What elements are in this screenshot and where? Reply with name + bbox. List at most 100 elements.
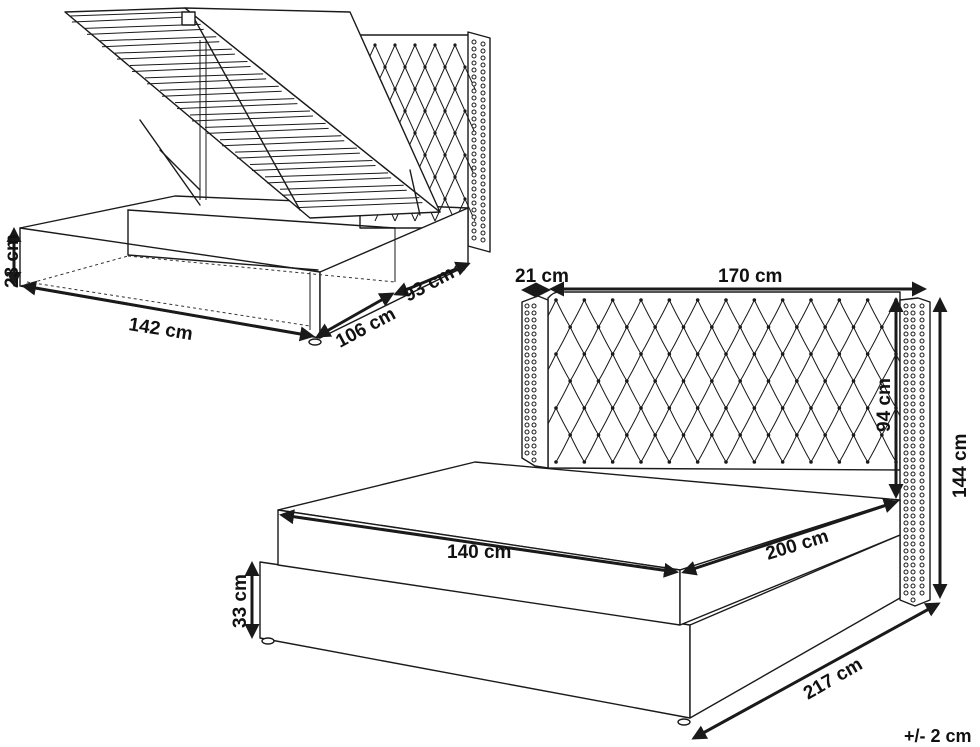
tuft-seam	[683, 407, 699, 436]
nailhead-stud	[471, 200, 477, 206]
tuft-seam	[796, 380, 812, 409]
nailhead-stud	[910, 317, 916, 323]
dim-line-142	[21, 280, 315, 342]
dim-line-200	[681, 498, 899, 576]
nailhead-stud	[903, 450, 909, 456]
nailhead-stud	[471, 172, 477, 178]
tuft-seam	[626, 299, 642, 328]
bed-drawing: 21 cm 170 cm 94 cm 144 cm 140 cm 200 cm …	[230, 266, 971, 740]
nailhead-stud	[919, 471, 925, 477]
nailhead-stud	[524, 338, 530, 344]
tuft-seam	[697, 299, 713, 328]
tuft-seam	[739, 326, 755, 355]
nailhead-stud	[480, 125, 486, 131]
tuft-seam	[867, 326, 883, 355]
nailhead-stud	[480, 76, 486, 82]
tuft-seam	[867, 434, 883, 463]
nailhead-stud	[919, 387, 925, 393]
nailhead-stud	[910, 562, 916, 568]
tuft-seam	[768, 407, 784, 436]
tuft-button	[752, 460, 757, 464]
nailhead-stud	[524, 394, 530, 400]
tuft-seam	[697, 434, 713, 463]
tuft-seam	[739, 380, 755, 409]
nailhead-stud	[903, 457, 909, 463]
nailhead-stud	[919, 464, 925, 470]
nailhead-stud	[910, 576, 916, 582]
slat	[219, 135, 342, 141]
tuft-seam	[626, 326, 642, 355]
tuft-seam	[654, 299, 670, 328]
tuft-seam	[782, 407, 798, 436]
tuft-seam	[739, 299, 755, 328]
nailhead-stud	[471, 179, 477, 185]
slat	[266, 177, 392, 184]
nailhead-stud	[919, 457, 925, 463]
nailhead-stud	[903, 464, 909, 470]
nailhead-stud	[531, 317, 537, 323]
dim-line-93	[393, 261, 471, 297]
tuft-seam	[434, 176, 446, 200]
nailhead-stud	[910, 324, 916, 330]
dim-label-170cm: 170 cm	[718, 266, 782, 287]
nailhead-stud	[480, 146, 486, 152]
tuft-seam	[796, 326, 812, 355]
tuft-seam	[598, 353, 614, 382]
nailhead-stud	[903, 485, 909, 491]
nailhead-stud	[471, 151, 477, 157]
nailhead-stud	[919, 527, 925, 533]
tuft-seam	[838, 353, 854, 382]
nailhead-stud	[919, 401, 925, 407]
tuft-seam	[867, 299, 883, 328]
tuft-seam	[668, 407, 684, 436]
tuft-seam	[569, 353, 585, 382]
nailhead-stud	[910, 527, 916, 533]
tuft-seam	[424, 110, 436, 134]
tuft-seam	[683, 299, 699, 328]
nailhead-stud	[903, 317, 909, 323]
nailhead-stud	[903, 534, 909, 540]
nailhead-stud	[919, 506, 925, 512]
nailhead-stud	[903, 555, 909, 561]
tuft-seam	[569, 380, 585, 409]
tuft-seam	[404, 110, 416, 134]
nailhead-stud	[531, 394, 537, 400]
nailhead-stud	[919, 310, 925, 316]
tuft-seam	[725, 353, 741, 382]
nailhead-stud	[910, 380, 916, 386]
tuft-seam	[711, 380, 727, 409]
nailhead-stud	[471, 144, 477, 150]
nailhead-stud	[910, 499, 916, 505]
nailhead-stud	[480, 111, 486, 117]
tuft-seam	[697, 326, 713, 355]
tuft-seam	[434, 88, 446, 112]
nailhead-stud	[531, 380, 537, 386]
tuft-seam	[555, 434, 571, 463]
nailhead-stud	[910, 513, 916, 519]
nailhead-stud	[903, 527, 909, 533]
nailhead-stud	[531, 436, 537, 442]
tuft-seam	[404, 44, 416, 68]
tuft-seam	[810, 299, 826, 328]
tuft-seam	[454, 132, 466, 156]
headboard-right-wing	[899, 297, 931, 607]
nailhead-stud	[903, 471, 909, 477]
nailhead-stud	[910, 366, 916, 372]
nailhead-stud	[919, 478, 925, 484]
tuft-seam	[434, 198, 446, 222]
tolerance-note: +/- 2 cm	[904, 726, 972, 746]
tuft-seam	[739, 434, 755, 463]
tuft-seam	[853, 353, 869, 382]
nailhead-stud	[910, 548, 916, 554]
nailhead-stud	[910, 457, 916, 463]
nailhead-stud	[910, 597, 916, 603]
nailhead-stud	[531, 352, 537, 358]
tuft-seam	[454, 66, 466, 90]
nailhead-stud	[910, 422, 916, 428]
nailhead-stud	[910, 408, 916, 414]
tuft-seam	[824, 434, 840, 463]
nailhead-stud	[903, 548, 909, 554]
slat	[161, 90, 282, 97]
tuft-seam	[824, 353, 840, 382]
tuft-seam	[853, 407, 869, 436]
